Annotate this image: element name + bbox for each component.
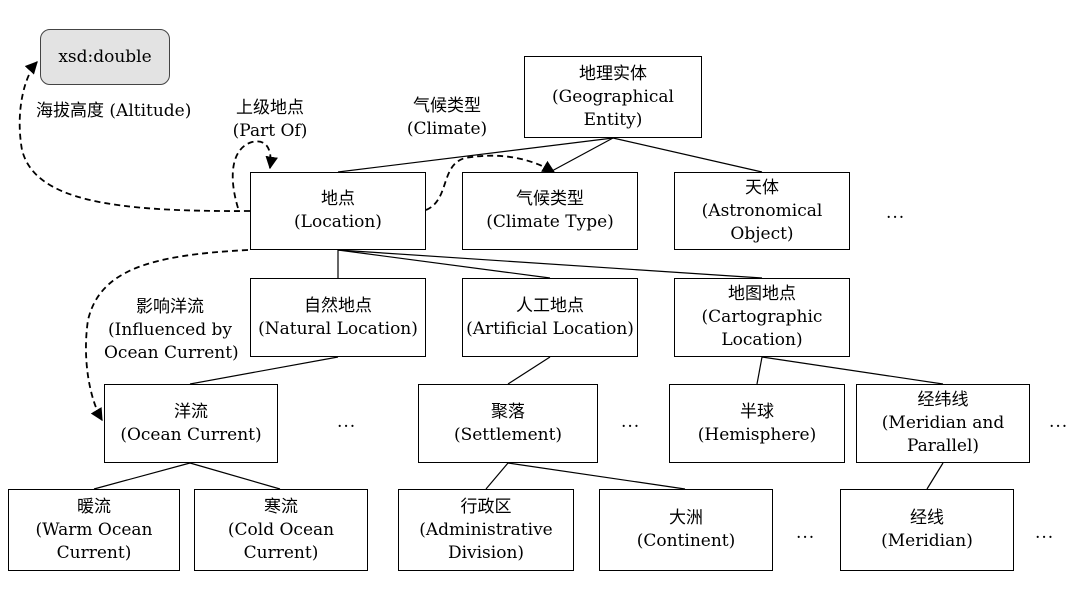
relation-label-part-of: 上级地点 (Part Of) bbox=[222, 97, 318, 143]
literal-text: xsd:double bbox=[58, 46, 152, 67]
relation-label-influenced: 影响洋流 (Influenced by Ocean Current) bbox=[104, 296, 239, 365]
node-label: (Cold Ocean bbox=[227, 519, 335, 540]
edge-settlement-continent bbox=[507, 462, 686, 490]
node-administrative-division: 行政区 (Administrative Division) bbox=[398, 489, 574, 571]
ellipsis-settlement-children: ... bbox=[796, 523, 816, 543]
relation-climate-arrow bbox=[425, 154, 556, 211]
node-label: 自然地点 bbox=[304, 295, 372, 316]
node-label: (Artificial Location) bbox=[466, 318, 634, 339]
edge-location-carto bbox=[337, 249, 763, 279]
node-label: 天体 bbox=[745, 177, 779, 198]
node-label: 人工地点 bbox=[516, 295, 584, 316]
literal-xsd-double: xsd:double bbox=[40, 29, 170, 85]
node-cartographic-location: 地图地点 (Cartographic Location) bbox=[674, 278, 850, 357]
node-climate-type: 气候类型 (Climate Type) bbox=[462, 172, 638, 250]
node-location: 地点 (Location) bbox=[250, 172, 426, 250]
ellipsis-carto-children: ... bbox=[1049, 412, 1069, 432]
node-label: 洋流 bbox=[174, 401, 208, 422]
node-hemisphere: 半球 (Hemisphere) bbox=[669, 384, 845, 463]
relation-label-text: 气候类型 bbox=[413, 96, 481, 116]
node-label: (Natural Location) bbox=[258, 318, 418, 339]
edge-carto-hemisphere bbox=[756, 356, 763, 385]
node-geographical-entity: 地理实体 (Geographical Entity) bbox=[524, 56, 702, 138]
edge-ocean-warm bbox=[93, 462, 191, 490]
edge-geo-climatetype bbox=[549, 137, 614, 173]
edge-location-artificial bbox=[337, 249, 551, 279]
edge-geo-location bbox=[337, 137, 614, 173]
node-label: 地图地点 bbox=[728, 284, 796, 304]
node-label: (Geographical bbox=[551, 86, 674, 107]
edge-artificial-settlement bbox=[507, 356, 551, 385]
edge-geo-astro bbox=[612, 137, 763, 173]
node-label: (Meridian and bbox=[881, 413, 1005, 433]
ellipsis-level1: ... bbox=[886, 203, 906, 223]
node-settlement: 聚落 (Settlement) bbox=[418, 384, 598, 463]
node-ocean-current: 洋流 (Ocean Current) bbox=[104, 384, 278, 463]
node-label: (Cartographic bbox=[701, 307, 823, 327]
node-cold-ocean-current: 寒流 (Cold Ocean Current) bbox=[194, 489, 368, 571]
node-label: Entity) bbox=[583, 109, 643, 130]
node-warm-ocean-current: 暖流 (Warm Ocean Current) bbox=[8, 489, 180, 571]
node-label: 寒流 bbox=[264, 496, 298, 517]
node-label: 行政区 bbox=[460, 496, 512, 517]
relation-label-text: 海拔高度 (Altitude) bbox=[36, 101, 192, 121]
node-label: 聚落 bbox=[491, 401, 525, 422]
node-label: Location) bbox=[721, 330, 803, 350]
ellipsis-natural-children: ... bbox=[337, 412, 357, 432]
edge-settlement-admin bbox=[485, 462, 509, 490]
node-label: Object) bbox=[730, 223, 794, 244]
node-label: (Hemisphere) bbox=[697, 424, 817, 445]
node-label: 暖流 bbox=[77, 496, 111, 517]
node-label: (Warm Ocean bbox=[35, 519, 153, 540]
relation-altitude-arrow bbox=[18, 61, 251, 212]
relation-label-text: Ocean Current) bbox=[104, 343, 239, 363]
node-label: (Settlement) bbox=[453, 424, 563, 445]
node-label: 地理实体 bbox=[579, 63, 647, 84]
node-label: Parallel) bbox=[906, 436, 980, 456]
node-label: 大洲 bbox=[669, 508, 703, 528]
node-label: Division) bbox=[447, 542, 525, 563]
node-label: 经纬线 bbox=[917, 390, 969, 410]
node-label: 经线 bbox=[910, 508, 944, 528]
node-label: (Meridian) bbox=[881, 531, 973, 551]
node-continent: 大洲 (Continent) bbox=[599, 489, 773, 571]
node-label: Current) bbox=[56, 542, 132, 563]
relation-label-altitude: 海拔高度 (Altitude) bbox=[36, 100, 191, 123]
edge-meridianparallel-meridian bbox=[926, 462, 944, 490]
relation-label-text: 上级地点 bbox=[236, 98, 304, 118]
relation-label-text: (Influenced by bbox=[108, 320, 232, 340]
node-label: (Climate Type) bbox=[486, 212, 614, 232]
ellipsis-artificial-children: ... bbox=[621, 412, 641, 432]
node-artificial-location: 人工地点 (Artificial Location) bbox=[462, 278, 638, 357]
node-label: 气候类型 bbox=[516, 189, 584, 209]
relation-label-text: (Climate) bbox=[406, 119, 488, 139]
node-label: Current) bbox=[243, 542, 319, 563]
node-label: (Administrative bbox=[419, 519, 553, 540]
node-label: (Astronomical bbox=[701, 200, 823, 221]
relation-label-climate: 气候类型 (Climate) bbox=[394, 95, 500, 141]
relation-part-of-arrow bbox=[231, 140, 278, 209]
node-natural-location: 自然地点 (Natural Location) bbox=[250, 278, 426, 357]
node-meridian: 经线 (Meridian) bbox=[840, 489, 1014, 571]
edge-carto-meridianparallel bbox=[761, 356, 944, 385]
node-meridian-and-parallel: 经纬线 (Meridian and Parallel) bbox=[856, 384, 1030, 463]
node-label: 地点 bbox=[321, 189, 355, 209]
node-label: (Location) bbox=[294, 212, 382, 232]
relation-label-text: 影响洋流 bbox=[136, 297, 204, 317]
node-label: 半球 bbox=[740, 401, 774, 422]
relation-label-text: (Part Of) bbox=[232, 121, 308, 141]
edge-ocean-cold bbox=[189, 462, 281, 490]
edge-natural-ocean bbox=[189, 356, 339, 385]
node-astronomical-object: 天体 (Astronomical Object) bbox=[674, 172, 850, 250]
node-label: (Continent) bbox=[636, 531, 736, 551]
ellipsis-meridian-children: ... bbox=[1035, 523, 1055, 543]
node-label: (Ocean Current) bbox=[120, 424, 262, 445]
